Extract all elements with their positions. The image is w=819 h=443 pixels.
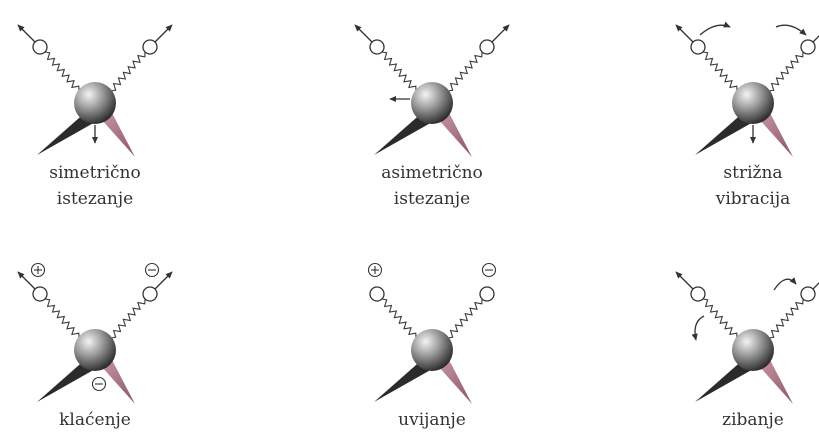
right-charge-sign [481, 262, 497, 278]
mode-caption-line: zibanje [722, 410, 784, 430]
left-atom [32, 286, 48, 302]
left-charge-sign [367, 262, 383, 278]
dark-wedge [374, 111, 434, 155]
left-bond-spring [44, 298, 80, 339]
right-charge-sign [144, 262, 160, 278]
left-atom [369, 39, 385, 55]
mode-asymmetric-stretch: asimetrično istezanje [354, 24, 510, 209]
dark-wedge [374, 358, 434, 402]
mode-symmetric-stretch: simetrično istezanje [17, 24, 173, 209]
right-outward-arrow [491, 24, 510, 43]
pink-wedge [759, 111, 793, 157]
mode-caption-line: klaćenje [59, 410, 131, 430]
left-bond-spring [381, 298, 417, 339]
right-outward-arrow [154, 24, 173, 43]
curved-arrow-down-left [691, 315, 705, 341]
curved-arrow-up-right [773, 277, 797, 291]
central-atom-sphere [732, 329, 774, 371]
pink-wedge [438, 358, 472, 404]
mode-caption-line: simetrično [49, 163, 140, 183]
curved-arrow-right [775, 24, 807, 36]
left-atom [690, 39, 706, 55]
left-bond-spring [702, 51, 738, 92]
pink-wedge [101, 111, 135, 157]
mode-rocking: zibanje [675, 271, 819, 430]
right-bond-spring [110, 298, 146, 339]
left-outward-arrow [17, 24, 36, 43]
mode-twisting: uvijanje [367, 262, 497, 430]
dark-wedge [37, 358, 97, 402]
right-bond-spring [768, 51, 804, 92]
central-atom-sphere [411, 329, 453, 371]
mode-caption-line: istezanje [57, 189, 133, 209]
left-bond-spring [702, 298, 738, 339]
central-atom-sphere [74, 82, 116, 124]
mode-caption-line: vibracija [715, 189, 791, 209]
mode-wagging: klaćenje [17, 262, 173, 430]
central-atom-sphere [732, 82, 774, 124]
mode-caption-line: istezanje [394, 189, 470, 209]
right-atom [142, 286, 158, 302]
right-outward-arrow [154, 271, 173, 290]
left-charge-sign [30, 262, 46, 278]
pink-wedge [101, 358, 135, 404]
curved-arrow-left [699, 21, 731, 36]
left-outward-arrow [17, 271, 36, 290]
left-atom [690, 286, 706, 302]
left-atom [369, 286, 385, 302]
right-atom [800, 286, 816, 302]
left-outward-arrow [675, 24, 694, 43]
right-bond-spring [110, 51, 146, 92]
center-charge-sign [91, 376, 107, 392]
central-atom-sphere [411, 82, 453, 124]
left-atom [32, 39, 48, 55]
right-atom [479, 286, 495, 302]
mode-caption-line: uvijanje [398, 410, 466, 430]
pink-wedge [438, 111, 472, 157]
pink-wedge [759, 358, 793, 404]
dark-wedge [695, 111, 755, 155]
mode-scissoring: strižna vibracija [675, 21, 819, 209]
mode-caption-line: strižna [723, 163, 782, 183]
left-outward-arrow [675, 271, 694, 290]
dark-wedge [695, 358, 755, 402]
right-atom [479, 39, 495, 55]
right-atom [800, 39, 816, 55]
right-outward-arrow [812, 35, 819, 43]
right-bond-spring [447, 298, 483, 339]
dark-wedge [37, 111, 97, 155]
left-bond-spring [44, 51, 80, 92]
right-bond-spring [447, 51, 483, 92]
mode-caption-line: asimetrično [381, 163, 483, 183]
right-bond-spring [768, 298, 804, 339]
left-bond-spring [381, 51, 417, 92]
left-outward-arrow [354, 24, 373, 43]
right-outward-arrow [812, 282, 819, 290]
right-atom [142, 39, 158, 55]
central-atom-sphere [74, 329, 116, 371]
